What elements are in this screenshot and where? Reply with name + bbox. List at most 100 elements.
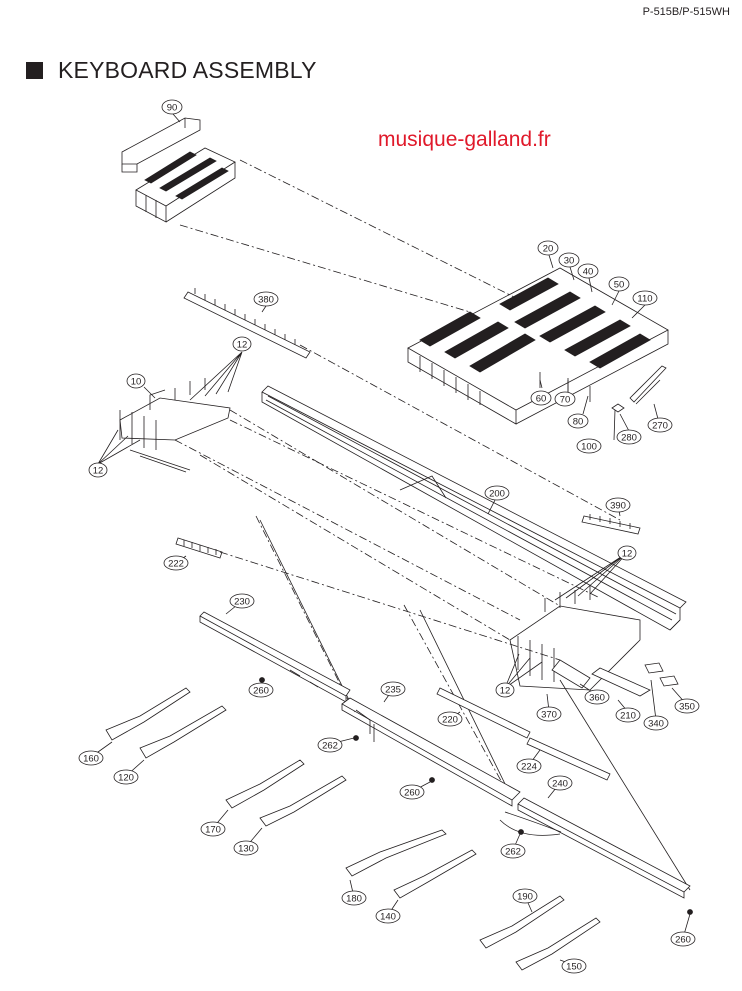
callout-170-text: 170: [205, 824, 221, 835]
key-group-90: [121, 117, 236, 223]
callout-12-d: 12: [495, 682, 515, 698]
callout-224-text: 224: [521, 761, 537, 772]
callout-labels: 90 20 30 40 50 110 380 12: [78, 99, 700, 974]
callout-224: 224: [516, 758, 542, 774]
callout-230-text: 230: [234, 596, 250, 607]
callout-90-text: 90: [167, 102, 178, 113]
callout-140: 140: [375, 908, 401, 924]
callout-50-text: 50: [614, 279, 625, 290]
callout-150: 150: [561, 958, 587, 974]
callout-30-text: 30: [564, 255, 575, 266]
callout-12-c: 12: [617, 545, 637, 561]
board-230: [199, 611, 351, 703]
callout-380: 380: [253, 291, 279, 307]
callout-180: 180: [341, 890, 367, 906]
callout-120-text: 120: [118, 772, 134, 783]
callout-12-d-text: 12: [500, 685, 511, 696]
callout-270-text: 270: [652, 420, 668, 431]
callout-180-text: 180: [346, 893, 362, 904]
callout-160: 160: [78, 750, 104, 766]
callout-260-c-text: 260: [675, 934, 691, 945]
callout-240-text: 240: [552, 778, 568, 789]
callout-280-text: 280: [621, 432, 637, 443]
callout-220: 220: [437, 711, 463, 727]
small-parts-270-280: [611, 365, 667, 413]
callout-110-text: 110: [637, 293, 652, 304]
callout-380-text: 380: [258, 294, 274, 305]
callout-235-text: 235: [385, 684, 401, 695]
callout-262-b-text: 262: [505, 846, 521, 857]
section-title: KEYBOARD ASSEMBLY: [26, 57, 317, 84]
frame-end-10: [119, 378, 231, 473]
callout-340-text: 340: [648, 718, 664, 729]
callout-220-text: 220: [442, 714, 458, 725]
rail-380: [183, 288, 311, 359]
callout-10: 10: [126, 373, 146, 389]
callout-20-text: 20: [543, 243, 554, 254]
callout-12-a-text: 12: [237, 339, 248, 350]
callout-260-a: 260: [248, 682, 274, 698]
callout-390-text: 390: [610, 500, 626, 511]
callout-230: 230: [229, 593, 255, 609]
callout-190: 190: [512, 888, 538, 904]
rail-222: [175, 537, 223, 559]
callout-370: 370: [536, 706, 562, 722]
board-240: [499, 797, 691, 899]
watermark: musique-galland.fr: [378, 128, 551, 151]
key-group-main: [407, 267, 669, 425]
callout-200-text: 200: [489, 488, 505, 499]
callout-360: 360: [584, 689, 610, 705]
callout-260-b-text: 260: [404, 787, 420, 798]
frame-end-360: [509, 586, 679, 697]
callout-40-text: 40: [583, 266, 594, 277]
callout-80-text: 80: [573, 416, 584, 427]
callout-190-text: 190: [517, 891, 533, 902]
callout-50: 50: [608, 276, 630, 292]
callout-90: 90: [161, 99, 183, 115]
callout-262-a: 262: [317, 737, 343, 753]
callout-100-text: 100: [581, 441, 597, 452]
board-235: [341, 697, 521, 807]
callout-140-text: 140: [380, 911, 396, 922]
callout-360-text: 360: [589, 692, 605, 703]
callout-260-c: 260: [670, 931, 696, 947]
callout-130-text: 130: [238, 843, 254, 854]
callout-10-text: 10: [131, 376, 142, 387]
callout-40: 40: [577, 263, 599, 279]
callout-262-b: 262: [500, 843, 526, 859]
callout-222-text: 222: [168, 558, 184, 569]
strips-220-224: [436, 687, 611, 781]
title-text: KEYBOARD ASSEMBLY: [58, 57, 317, 83]
callout-260-a-text: 260: [253, 685, 269, 696]
callout-390: 390: [605, 497, 631, 513]
callout-270: 270: [647, 417, 673, 433]
callout-30: 30: [558, 252, 580, 268]
callout-150-text: 150: [566, 961, 582, 972]
callout-130: 130: [233, 840, 259, 856]
callout-80: 80: [567, 413, 589, 429]
callout-12-a: 12: [232, 336, 252, 352]
callout-70-text: 70: [560, 394, 571, 405]
callout-160-text: 160: [83, 753, 99, 764]
callout-100: 100: [576, 438, 602, 454]
rail-390: [581, 514, 641, 535]
bar-200: [261, 385, 687, 631]
hammers: [105, 687, 601, 971]
callout-350-text: 350: [679, 701, 695, 712]
explosion-lines: [174, 159, 621, 789]
callout-210-text: 210: [620, 710, 636, 721]
callout-370-text: 370: [541, 709, 557, 720]
callout-200: 200: [484, 485, 510, 501]
callout-12-c-text: 12: [622, 548, 633, 559]
title-bullet-square: [26, 62, 43, 79]
model-code: P-515B/P-515WH: [642, 6, 730, 18]
callout-12-b-text: 12: [93, 465, 104, 476]
callout-240: 240: [547, 775, 573, 791]
callout-120: 120: [113, 769, 139, 785]
callout-70: 70: [554, 391, 576, 407]
callout-60: 60: [530, 390, 552, 406]
callout-210: 210: [615, 707, 641, 723]
callout-12-b: 12: [88, 462, 108, 478]
callout-260-b: 260: [399, 784, 425, 800]
